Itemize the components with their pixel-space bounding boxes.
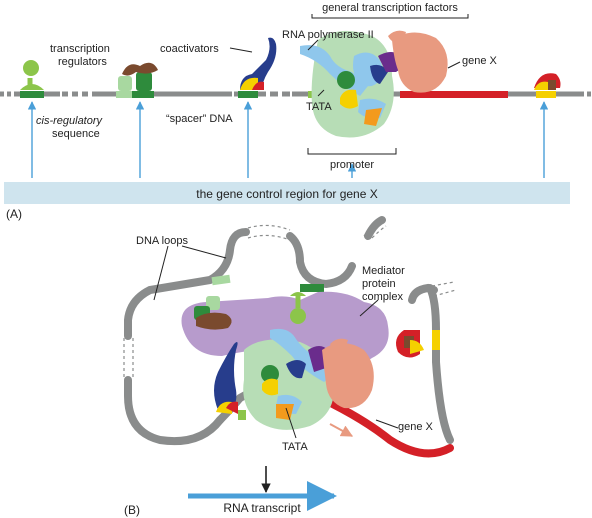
spacer-dna-label: “spacer” DNA <box>166 113 233 125</box>
dna-mark-light-green <box>211 274 231 286</box>
mediator-label-2: protein <box>362 278 396 290</box>
transcription-regulators-label-2: regulators <box>58 56 107 68</box>
protein-cluster-b <box>243 328 374 430</box>
gene-x-label-b: gene X <box>398 421 434 433</box>
control-region-arrows <box>27 101 549 178</box>
dna-mark-yellow <box>432 330 440 350</box>
transcription-direction-arrow <box>329 423 354 437</box>
dna-loops-pointer-1 <box>153 245 169 301</box>
gene-x-pointer-a <box>447 61 461 69</box>
promoter-complex-a <box>300 30 448 138</box>
regulator-green-b <box>290 292 306 324</box>
polymerase-pointer <box>307 39 319 51</box>
panel-a-letter: (A) <box>6 207 22 221</box>
cis-regulatory-site-5 <box>536 91 556 98</box>
regulator-right-b <box>396 330 424 358</box>
mediator-label-3: complex <box>362 291 403 303</box>
coactivators-label: coactivators <box>160 43 219 55</box>
mediator-pointer <box>359 299 379 317</box>
dna-loop-gaps <box>123 217 457 378</box>
activator-with-arm-a <box>240 37 277 90</box>
gene-x-bar-a <box>400 91 508 98</box>
dna-mark-tata-b <box>238 410 246 420</box>
tata-label-a: TATA <box>306 101 332 113</box>
cis-regulatory-label-2: sequence <box>52 128 100 140</box>
dna-loops-pointer-2 <box>181 245 227 259</box>
tata-pointer-a <box>317 89 325 97</box>
cis-regulatory-site-3 <box>132 91 154 98</box>
activator-with-arm-b <box>214 342 238 414</box>
panel-b: DNA loops Mediator protein complex gene … <box>123 216 457 517</box>
gtf-label: general transcription factors <box>322 2 458 14</box>
promoter-label: promoter <box>330 159 374 171</box>
gene-control-region-bar <box>4 182 570 204</box>
gene-x-bar-b <box>308 390 454 458</box>
regulator-right-a <box>534 73 561 90</box>
panel-a: general transcription factors RNA polyme… <box>0 2 592 221</box>
gene-x-label-a: gene X <box>462 55 498 67</box>
cis-regulatory-site-1 <box>20 91 44 98</box>
coactivator-group-a <box>118 62 158 91</box>
gene-x-pointer-b <box>375 419 399 429</box>
cis-regulatory-site-2 <box>116 91 132 98</box>
cis-regulatory-label-1: cis-regulatory <box>36 115 104 127</box>
transcription-regulators-label-1: transcription <box>50 43 110 55</box>
coactivators-pointer <box>229 47 253 53</box>
transcription-regulator-icon <box>20 60 44 90</box>
dna-loops-label: DNA loops <box>136 235 188 247</box>
dna-mark-green <box>300 284 324 292</box>
coactivator-group-b <box>194 296 232 330</box>
tata-pointer-b <box>285 407 297 439</box>
gtf-bracket <box>311 14 469 19</box>
gene-control-region-label: the gene control region for gene X <box>196 187 377 201</box>
rna-polymerase-label: RNA polymerase II <box>282 29 374 41</box>
rna-transcript-label: RNA transcript <box>223 501 301 515</box>
mediator-label-1: Mediator <box>362 265 405 277</box>
cis-regulatory-site-4 <box>238 91 258 98</box>
promoter-bracket <box>307 148 397 155</box>
tata-label-b: TATA <box>282 441 308 453</box>
panel-b-letter: (B) <box>124 503 140 517</box>
